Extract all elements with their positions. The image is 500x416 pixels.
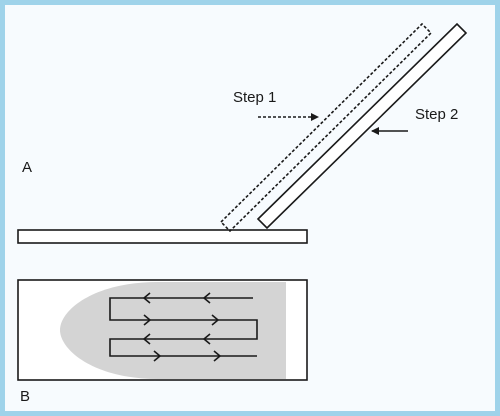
scan-arrow-right <box>143 314 152 326</box>
scan-arrow-right <box>211 314 220 326</box>
scan-arrow-left <box>202 333 211 345</box>
scan-arrow-left <box>202 292 211 304</box>
spreader-slide-step2 <box>256 22 468 230</box>
blood-smear <box>60 282 286 379</box>
panel-a: Step 1 Step 2 A <box>17 22 468 244</box>
step2-label: Step 2 <box>415 106 458 123</box>
scan-arrow-right <box>213 350 222 362</box>
scan-arrow-left <box>142 333 151 345</box>
panel-b: B <box>17 279 308 405</box>
step1-label: Step 1 <box>233 89 276 106</box>
spreader-slide-step1 <box>219 22 433 233</box>
scan-arrow-left <box>142 292 151 304</box>
slide-flat <box>17 229 308 244</box>
scan-arrow-right <box>153 350 162 362</box>
scan-direction-arrows <box>142 292 222 362</box>
panel-b-label: B <box>20 388 30 405</box>
scan-path <box>109 297 258 357</box>
panel-a-label: A <box>22 159 32 176</box>
